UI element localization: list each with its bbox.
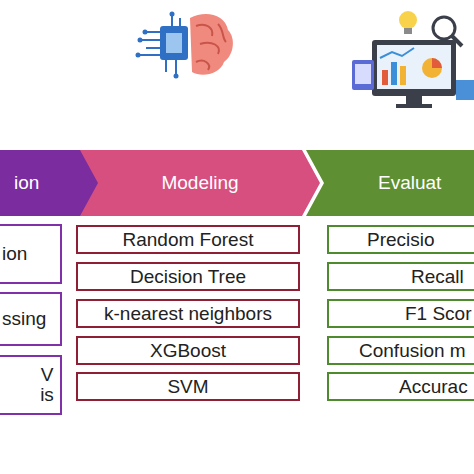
item-label: Precisio [367,230,435,250]
item-box: Confusion m [327,336,474,365]
item-box: ssing [0,292,62,346]
item-label: Confusion m [359,341,466,361]
item-label: Recall [411,267,464,287]
analytics-icon [352,11,474,108]
stage-title: Modeling [161,173,238,193]
chevron-shape [306,150,474,216]
item-box: Random Forest [76,225,300,254]
item-label: Accurac [399,377,468,397]
item-box: ion [0,224,62,284]
monitor-frame [372,40,456,96]
lightbulb [399,11,417,29]
item-label: Random Forest [123,230,254,250]
item-box: Accurac [327,372,474,401]
item-box: k-nearest neighbors [76,299,300,328]
monitor-base [396,104,432,108]
magnifier-handle [452,36,462,46]
chevron-shape [80,150,320,216]
magnifier [433,17,455,39]
circuit-lines [138,14,180,76]
item-box: V is [0,355,62,415]
item-label: ssing [2,309,46,329]
item-box: Decision Tree [76,262,300,291]
item-box: Precisio [327,225,474,254]
tablet-screen [355,64,371,84]
item-label: ion [2,244,27,264]
tablet [352,60,374,90]
lightbulb-base [404,28,412,34]
circuit-node [136,53,141,58]
bar [400,66,406,85]
monitor-stand [406,96,422,104]
item-box: F1 Scor [327,299,474,328]
chip-core [166,33,182,53]
pie-chart [422,58,442,78]
item-box: Recall [327,262,474,291]
pie-slice [432,58,442,68]
monitor-screen [377,45,451,89]
stage-title: ion [14,173,39,193]
item-box: SVM [76,372,300,401]
brain-half [190,14,233,75]
bar [382,70,388,85]
item-label: Decision Tree [130,267,246,287]
circuit-node [138,38,143,43]
item-label: XGBoost [150,341,226,361]
item-label: F1 Scor [405,304,472,324]
stage-chevron: Evaluat [306,150,474,216]
item-label: V is [36,365,58,405]
circuit-node [143,30,148,35]
chip-body [160,26,188,60]
document-sheet [456,80,474,100]
item-label: k-nearest neighbors [104,304,272,324]
ai-brain-icon [136,12,233,79]
stage-chevron: Modeling [80,150,320,216]
stage-title: Evaluat [378,173,441,193]
trend-line [380,48,414,58]
circuit-node [174,74,179,79]
brain-folds [196,24,226,70]
circuit-node [170,12,175,17]
item-label: SVM [167,377,208,397]
item-box: XGBoost [76,336,300,365]
bar [391,62,397,85]
